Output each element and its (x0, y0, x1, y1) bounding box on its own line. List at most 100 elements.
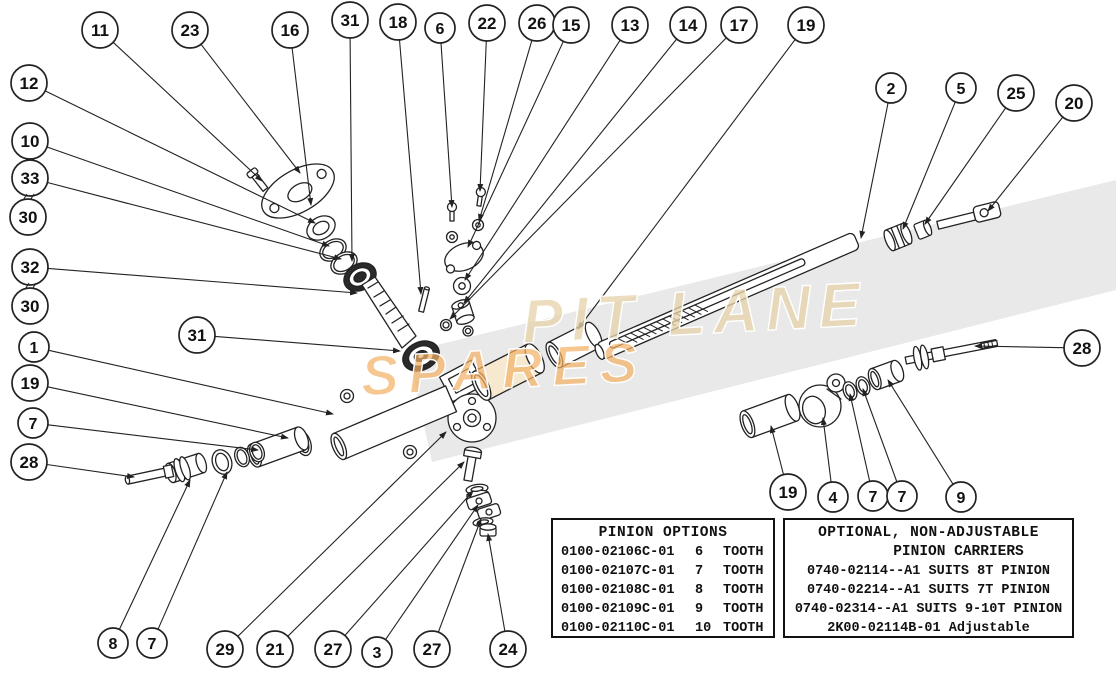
callout-balloon-19: 19 (787, 6, 825, 44)
leader-line (467, 41, 564, 248)
svg-text:18: 18 (389, 13, 408, 32)
callout-balloon-14: 14 (669, 6, 707, 44)
svg-text:30: 30 (21, 297, 40, 316)
callout-balloon-5: 5 (945, 72, 977, 104)
callout-balloon-19: 19 (11, 364, 49, 402)
leader-line (577, 39, 796, 330)
leader-line (287, 461, 465, 637)
watermark-line-2: SPARES (359, 330, 648, 408)
pinion-shaft (361, 276, 417, 349)
svg-text:6: 6 (436, 21, 445, 38)
svg-text:5: 5 (957, 81, 966, 98)
rack-tube-spacer (545, 321, 603, 369)
callout-balloon-2: 2 (875, 72, 907, 104)
pinion-cover-plate (444, 240, 484, 274)
callout-balloon-20: 20 (1055, 84, 1093, 122)
leader-line (887, 379, 954, 485)
svg-text:9: 9 (957, 490, 966, 507)
leader-line (924, 107, 1007, 225)
leader-line (848, 393, 871, 482)
pinion-carrier-row: 0740-02114--A1 SUITS 8T PINION (806, 564, 1051, 579)
leader-line (47, 424, 259, 453)
svg-text:33: 33 (21, 169, 40, 188)
leader-line (47, 267, 358, 296)
svg-text:27: 27 (423, 640, 442, 659)
callout-balloon-15: 15 (552, 6, 590, 44)
svg-text:19: 19 (779, 483, 798, 502)
leader-line (859, 102, 889, 239)
callout-balloon-21: 21 (256, 630, 294, 668)
callout-balloon-29: 29 (206, 630, 244, 668)
callout-balloon-25: 25 (997, 74, 1035, 112)
svg-text:32: 32 (21, 258, 40, 277)
svg-text:21: 21 (266, 640, 285, 659)
callout-balloon-16: 16 (271, 11, 309, 49)
rack-end-bushing (883, 222, 913, 252)
svg-text:19: 19 (797, 16, 816, 35)
svg-text:7: 7 (29, 416, 38, 433)
svg-text:15: 15 (562, 16, 581, 35)
callout-balloon-30: 30 (9, 198, 47, 236)
small-nut-2 (462, 325, 474, 337)
flat-washer (452, 276, 472, 296)
svg-text:22: 22 (478, 14, 497, 33)
svg-text:19: 19 (21, 374, 40, 393)
svg-text:4: 4 (829, 490, 838, 507)
pinion-carriers-table: OPTIONAL, NON-ADJUSTABLE PINION CARRIERS… (783, 518, 1074, 638)
svg-text:10: 10 (21, 132, 40, 151)
leader-line (987, 116, 1064, 212)
svg-text:27: 27 (324, 640, 343, 659)
svg-text:17: 17 (730, 16, 749, 35)
callout-balloon-7: 7 (136, 627, 168, 659)
callout-balloon-12: 12 (10, 64, 48, 102)
callout-balloon-7: 7 (886, 480, 918, 512)
callout-balloon-11: 11 (81, 11, 119, 49)
callout-balloon-28: 28 (1063, 329, 1101, 367)
leader-line (118, 479, 191, 630)
callout-balloon-26: 26 (518, 4, 556, 42)
leader-line (47, 386, 289, 440)
pinion-carrier-row: 0740-02214--A1 SUITS 7T PINION (806, 583, 1051, 598)
leader-line (348, 37, 355, 262)
callout-balloon-32: 32 (11, 248, 49, 286)
leader-line (112, 41, 263, 182)
right-end-tube (739, 393, 801, 439)
svg-text:8: 8 (109, 636, 118, 653)
svg-text:12: 12 (20, 74, 39, 93)
rack-tube-short (471, 343, 545, 401)
pinion-carriers-title-2: PINION CARRIERS (893, 544, 1024, 560)
svg-text:28: 28 (1073, 339, 1092, 358)
pinion-carrier-row: 0740-02314--A1 SUITS 9-10T PINION (794, 602, 1063, 617)
leader-line (200, 43, 301, 174)
callout-balloon-3: 3 (361, 636, 393, 668)
leader-line (486, 533, 506, 632)
right-bushing (867, 359, 905, 391)
callout-balloon-27: 27 (314, 630, 352, 668)
callout-balloon-23: 23 (171, 11, 209, 49)
callout-balloon-33: 33 (11, 159, 49, 197)
watermark-band (408, 180, 1116, 462)
leader-line (46, 146, 330, 247)
left-pinion-stub-shaft (124, 464, 175, 485)
callout-balloon-18: 18 (379, 3, 417, 41)
leader-line (157, 471, 228, 630)
callout-balloon-28: 28 (10, 443, 48, 481)
svg-text:1: 1 (30, 340, 39, 357)
top-cover-bolt (246, 167, 269, 192)
leader-line (478, 40, 533, 222)
svg-text:24: 24 (499, 640, 518, 659)
rack-housing (330, 385, 458, 461)
callout-balloon-9: 9 (945, 481, 977, 513)
callout-balloon-7: 7 (17, 407, 49, 439)
callout-balloon-13: 13 (611, 6, 649, 44)
svg-text:23: 23 (181, 21, 200, 40)
svg-text:7: 7 (148, 636, 157, 653)
pinion-carriers-title-1: OPTIONAL, NON-ADJUSTABLE (818, 525, 1039, 541)
leader-line (440, 42, 455, 208)
